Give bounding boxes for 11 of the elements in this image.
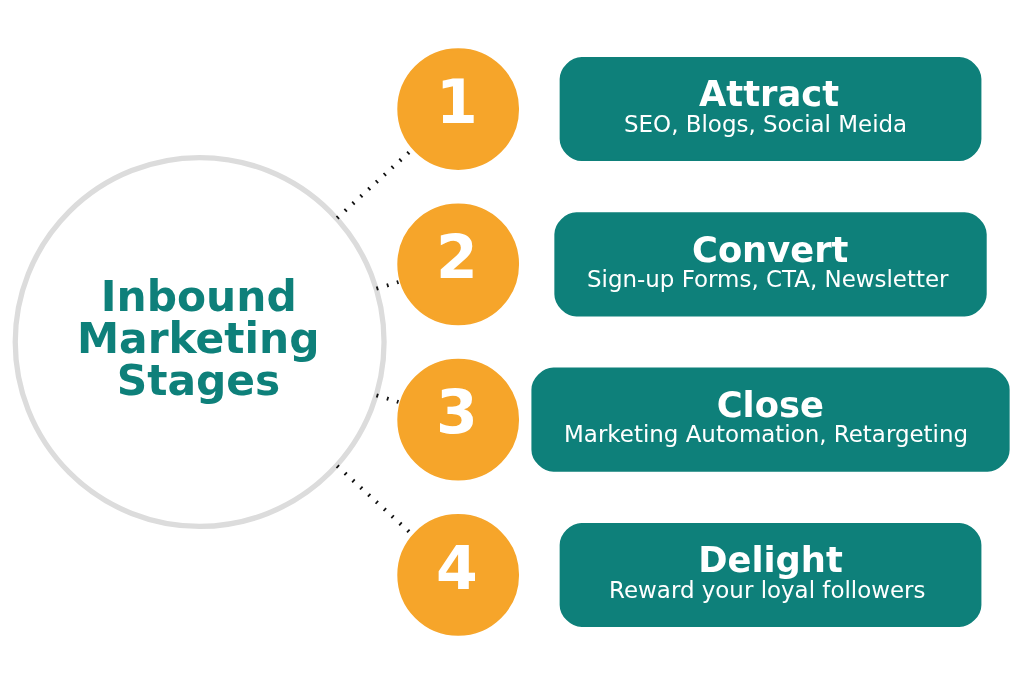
node-box: Attract SEO, Blogs, Social Meida [559,56,982,161]
node-circle: 2 [397,202,520,325]
connector [375,392,401,404]
node-circle: Inbound Marketing Stages [12,154,387,529]
node-box: Convert Sign-up Forms, CTA, Newsletter [554,211,987,316]
connector [375,279,401,291]
node-box: Close Marketing Automation, Retargeting [531,367,1010,472]
node-circle: 1 [397,47,520,170]
node-box: Delight Reward your loyal followers [559,522,982,627]
node-circle: 3 [397,358,520,481]
node-circle: 4 [397,513,520,636]
